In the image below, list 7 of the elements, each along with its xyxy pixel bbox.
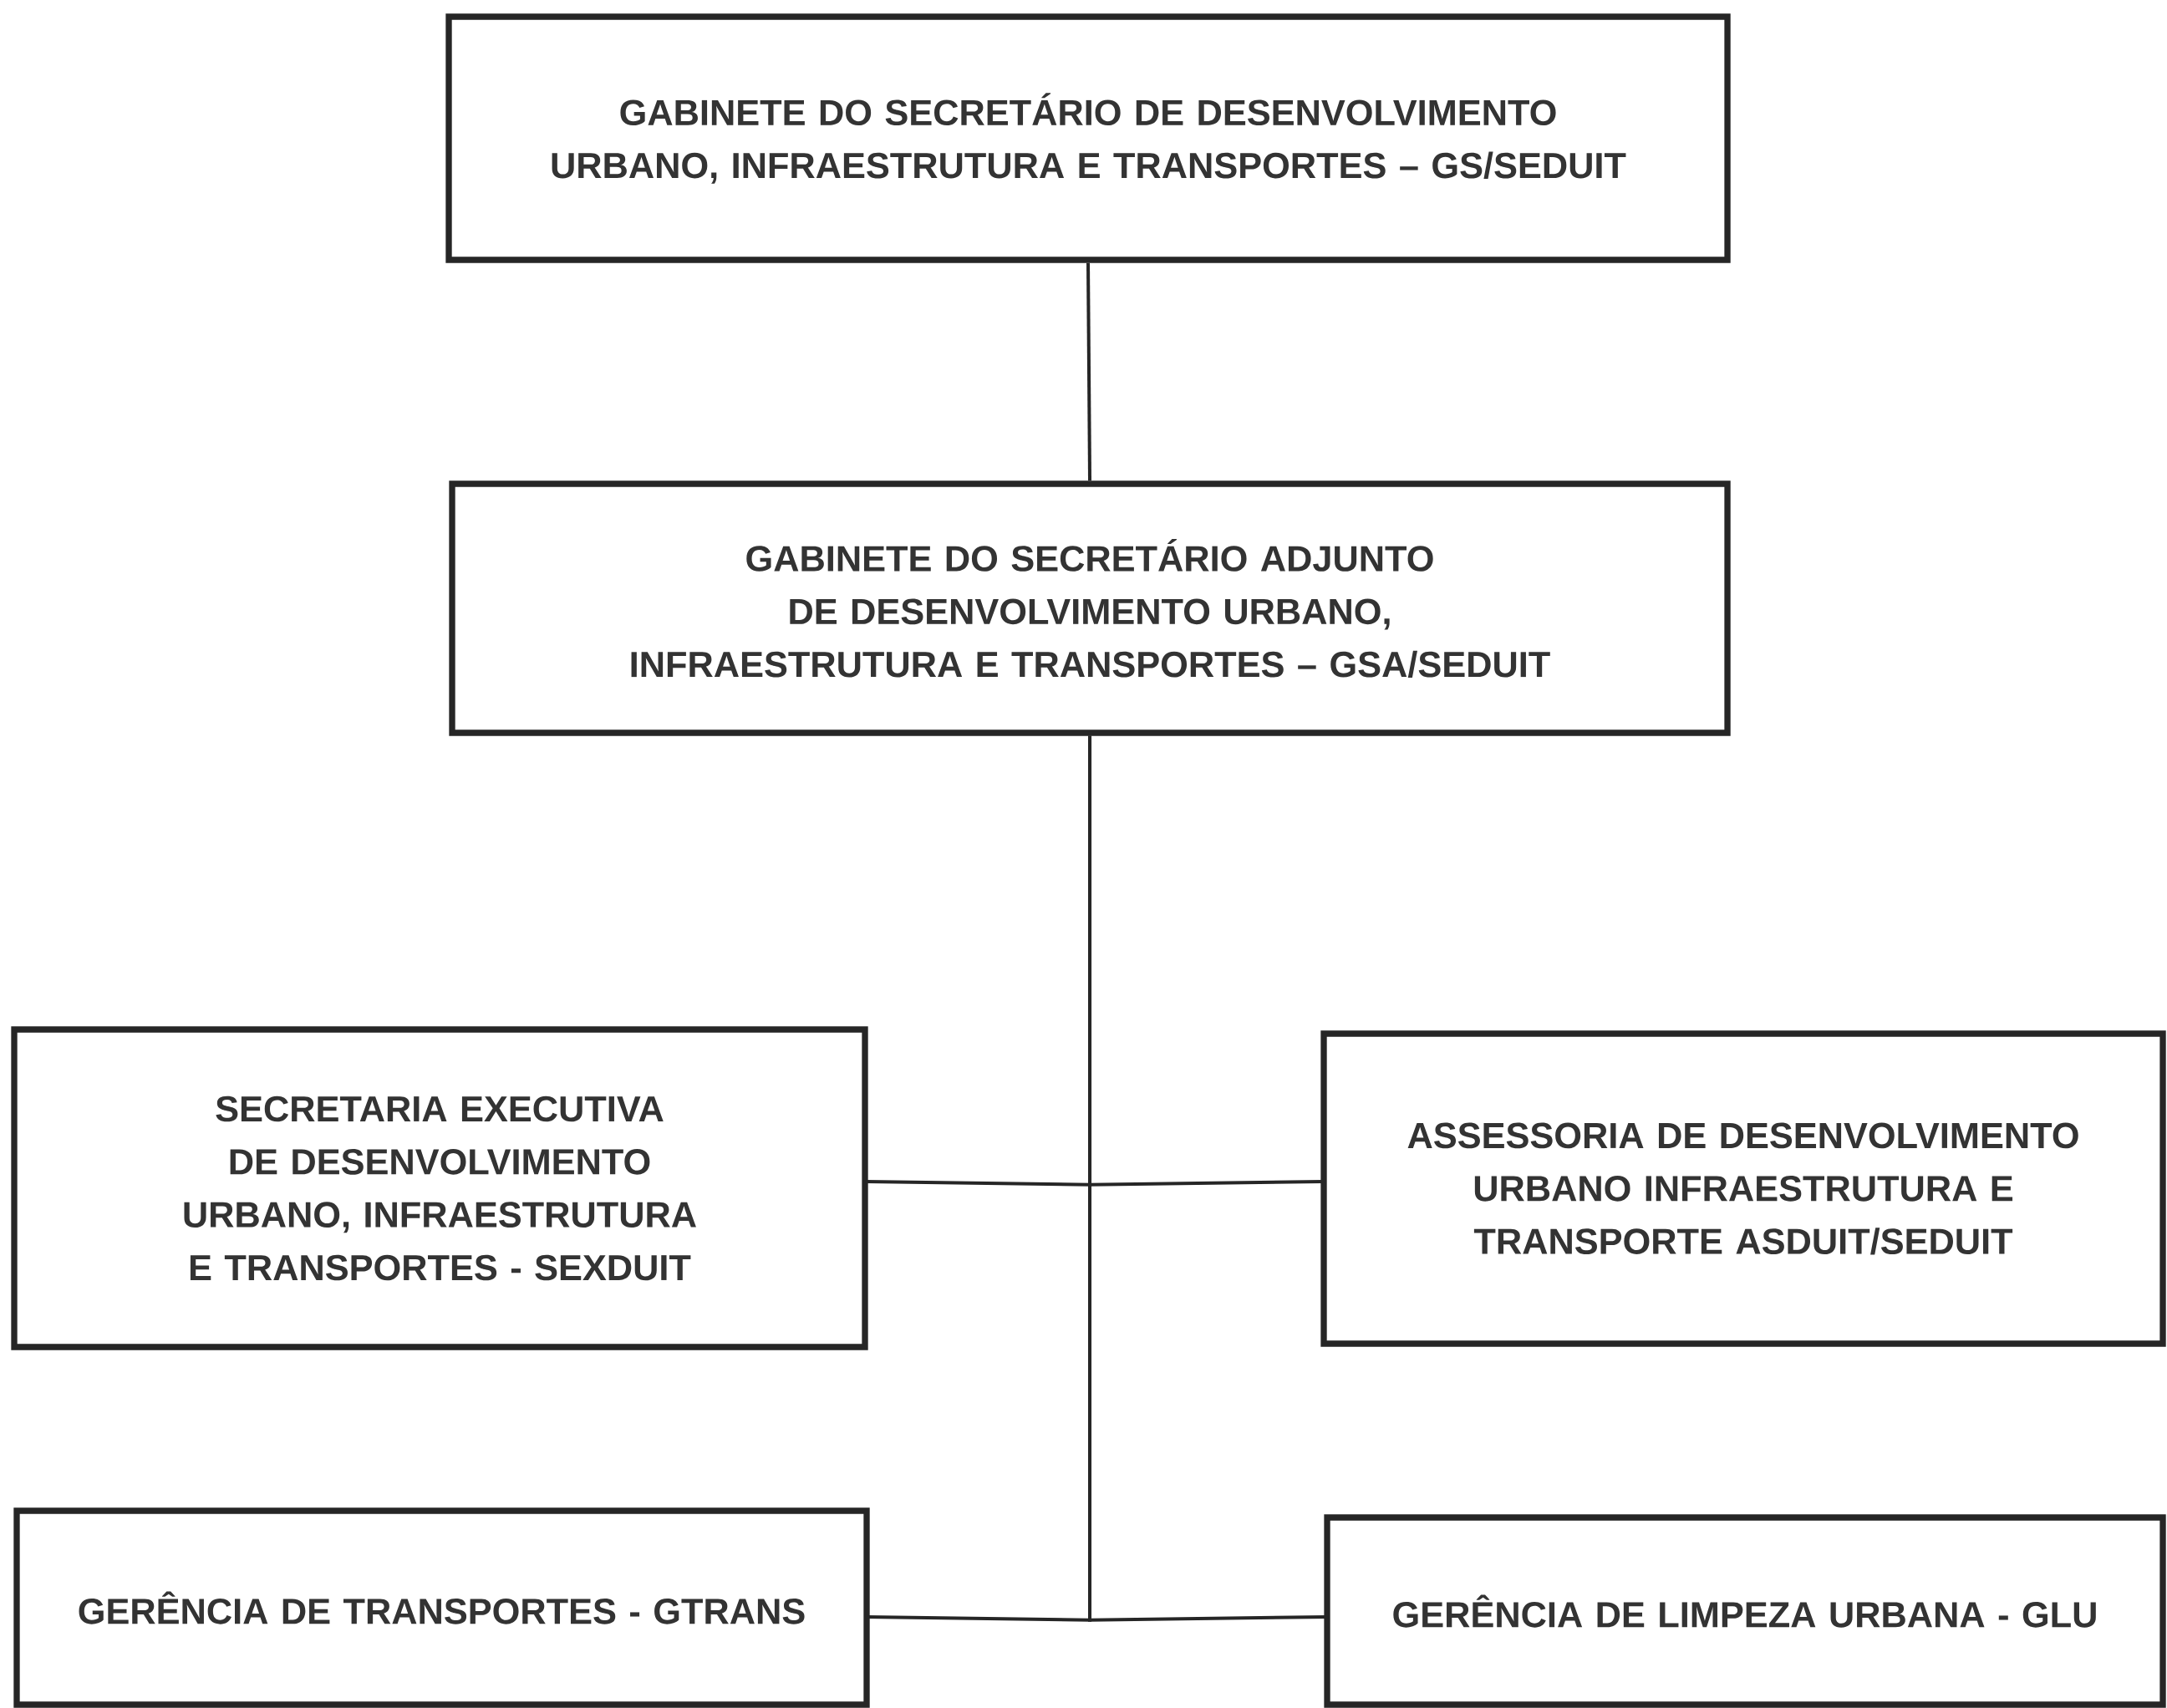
org-box: GERÊNCIA DE TRANSPORTES - GTRANS — [13, 1507, 870, 1708]
org-box: GABINETE DO SECRETÁRIO DE DESENVOLVIMENTO URBANO, INFRAESTRUTURA E TRANSPORTES – GS/SEDUIT — [445, 13, 1731, 263]
org-box: GABINETE DO SECRETÁRIO ADJUNTO DE DESENVOLVIMENTO URBANO, INFRAESTRUTURA E TRANSPORTES – GSA/SEDUIT — [449, 480, 1731, 736]
org-box: ASSESSORIA DE DESENVOLVIMENTO URBANO INFRAESTRUTURA E TRANSPORTE ASDUIT/SEDUIT — [1320, 1030, 2166, 1347]
org-box: GERÊNCIA DE LIMPEZA URBANA - GLU — [1324, 1514, 2166, 1708]
org-box: SECRETARIA EXECUTIVA DE DESENVOLVIMENTO URBANO, INFRAESTRUTURA E TRANSPORTES - SEXDUIT — [11, 1026, 868, 1350]
connector-line — [1086, 262, 1091, 481]
